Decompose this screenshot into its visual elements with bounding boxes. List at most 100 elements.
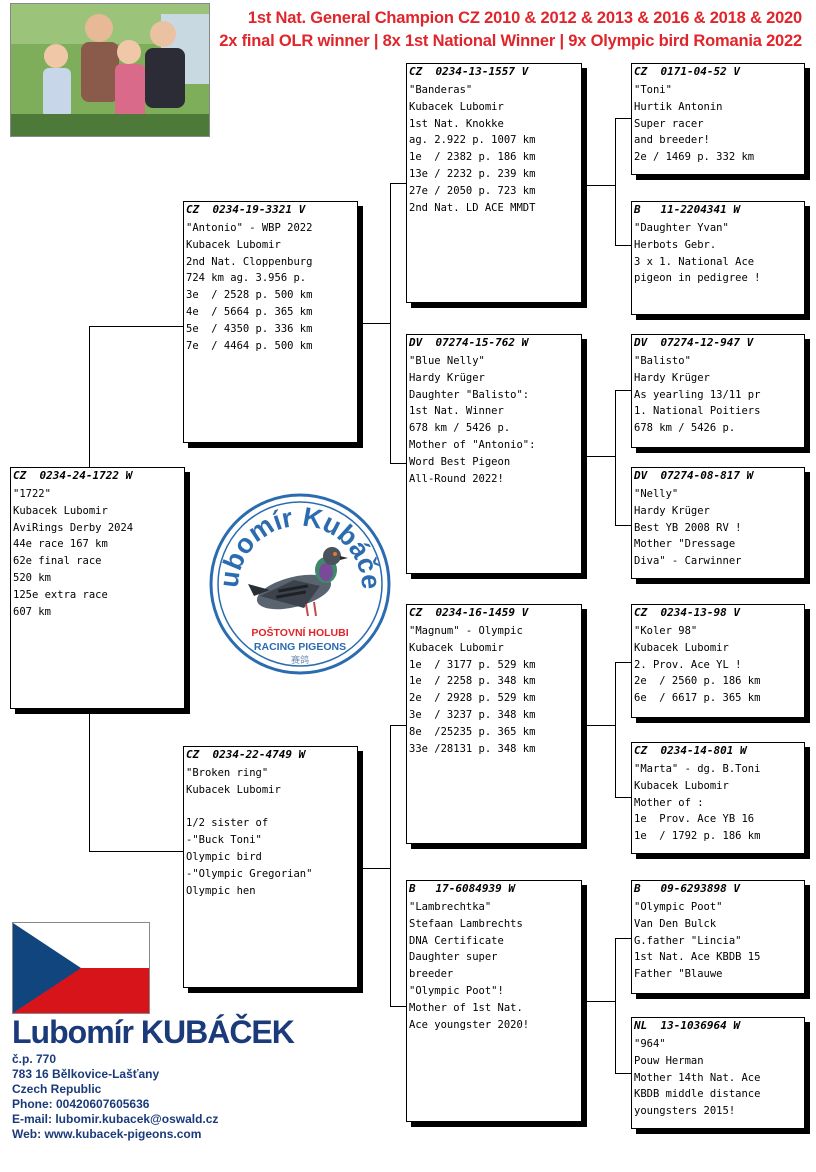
pedigree-line: Kubacek Lubomir [409, 641, 504, 654]
pedigree-line: 27e / 2050 p. 723 km [409, 184, 536, 197]
pedigree-line: -"Buck Toni" [186, 834, 262, 847]
pedigree-line: 33e /28131 p. 348 km [409, 742, 536, 755]
family-photo [10, 3, 210, 137]
ring-number: CZ 0234-13-98 V [634, 606, 740, 619]
connector-subject-dam-h [89, 851, 183, 852]
pedigree-line: Father "Blauwe [634, 968, 723, 981]
connector-dam-top [390, 725, 406, 726]
pedigree-line: "1722" [13, 488, 51, 500]
pedigree-line [186, 799, 357, 816]
pedigree-line: 678 km / 5426 p. [409, 422, 511, 435]
pedigree-box-sire: CZ 0234-19-3321 V "Antonio" - WBP 2022 K… [183, 201, 358, 443]
ring-number: CZ 0234-16-1459 V [409, 606, 529, 619]
pedigree-line: Hardy Krüger [409, 371, 485, 384]
pedigree-line: KBDB middle distance [634, 1088, 761, 1101]
ring-number: B 09-6293898 V [634, 882, 740, 895]
phone-line: Phone: 00420607605636 [12, 1097, 150, 1111]
pedigree-line: 1e / 1792 p. 186 km [634, 830, 761, 843]
connector-ss-v [615, 118, 616, 246]
logo-subtitle-cn: 赛鸽 [291, 654, 309, 666]
ring-number: NL 13-1036964 W [634, 1019, 740, 1032]
pedigree-line: 1st Nat. Knokke [409, 117, 504, 130]
pedigree-line: 62e final race [13, 555, 102, 568]
ring-number: CZ 0234-24-1722 W [13, 469, 133, 482]
pedigree-line: 13e / 2232 p. 239 km [409, 167, 536, 180]
pedigree-line: "Olympic Poot"! [409, 984, 504, 997]
pedigree-line: As yearling 13/11 pr [634, 388, 761, 401]
pedigree-line: AviRings Derby 2024 [13, 521, 134, 534]
pedigree-line: 1e Prov. Ace YB 16 [634, 813, 755, 826]
pedigree-line: All-Round 2022! [409, 472, 504, 485]
pedigree-line: Word Best Pigeon [409, 455, 511, 468]
logo-subtitle-cz: POŠTOVNÍ HOLUBI [251, 626, 348, 639]
pedigree-line: Diva" - Carwinner [634, 555, 742, 568]
pedigree-box-sire-dam: DV 07274-15-762 W "Blue Nelly" Hardy Krü… [406, 334, 582, 574]
connector-ss-h [587, 185, 616, 186]
pedigree-line: Hurtik Antonin [634, 100, 723, 113]
pedigree-line: "Olympic Poot" [634, 901, 723, 913]
pedigree-line: 5e / 4350 p. 336 km [186, 322, 313, 335]
pedigree-line: Daughter "Balisto": [409, 388, 530, 401]
pedigree-line: 1/2 sister of [186, 817, 269, 830]
pedigree-line: 2. Prov. Ace YL ! [634, 658, 742, 671]
pedigree-line: -"Olympic Gregorian" [186, 867, 313, 880]
pedigree-line: 2e / 1469 p. 332 km [634, 151, 755, 164]
pedigree-line: 1e / 3177 p. 529 km [409, 658, 536, 671]
pedigree-line: 2nd Nat. LD ACE MMDT [409, 201, 536, 214]
pedigree-line: ag. 2.922 p. 1007 km [409, 134, 536, 147]
pedigree-box-ds-dam: CZ 0234-14-801 W "Marta" - dg. B.Toni Ku… [631, 742, 805, 854]
email-line: E-mail: lubomir.kubacek@oswald.cz [12, 1112, 219, 1126]
connector-ds-v [615, 662, 616, 798]
connector-sire-h [362, 323, 391, 324]
pedigree-line: Mother "Dressage [634, 538, 736, 551]
ring-number: CZ 0171-04-52 V [634, 65, 740, 78]
pedigree-line: Mother 14th Nat. Ace [634, 1071, 761, 1084]
pedigree-line: Kubacek Lubomir [409, 100, 504, 113]
connector-ds-bottom [615, 797, 631, 798]
pedigree-line: Ace youngster 2020! [409, 1018, 530, 1031]
website-line: Web: www.kubacek-pigeons.com [12, 1127, 202, 1141]
pedigree-line: 44e race 167 km [13, 538, 108, 551]
connector-ss-top [615, 118, 631, 119]
pedigree-box-sire-sire: CZ 0234-13-1557 V "Banderas" Kubacek Lub… [406, 63, 582, 303]
pedigree-line: "Lambrechtka" [409, 901, 492, 913]
pedigree-line: "Toni" [634, 84, 672, 96]
connector-ss-bottom [615, 245, 631, 246]
pigeon-icon [248, 547, 348, 617]
connector-dd-v [615, 938, 616, 1074]
pedigree-line: Pouw Herman [634, 1054, 704, 1067]
pedigree-line: Stefaan Lambrechts [409, 917, 523, 930]
pedigree-line: 1. National Poitiers [634, 405, 761, 418]
header-champion-line: 1st Nat. General Champion CZ 2010 & 2012… [247, 9, 802, 27]
pedigree-line: 520 km [13, 571, 51, 584]
connector-sire-bottom [390, 463, 406, 464]
pedigree-line: 724 km ag. 3.956 p. [186, 272, 307, 285]
pedigree-line: Daughter super [409, 951, 498, 964]
pedigree-line: Mother of 1st Nat. [409, 1001, 523, 1014]
pedigree-line: G.father "Lincia" [634, 934, 742, 947]
connector-dam-v [390, 725, 391, 1007]
pedigree-line: 4e / 5664 p. 365 km [186, 305, 313, 318]
pedigree-line: 2e / 2560 p. 186 km [634, 675, 761, 688]
ring-number: DV 07274-08-817 W [634, 469, 754, 482]
pedigree-line: Van Den Bulck [634, 917, 717, 930]
ring-number: DV 07274-15-762 W [409, 336, 529, 349]
pedigree-line: 1e / 2382 p. 186 km [409, 151, 536, 164]
pedigree-line: breeder [409, 968, 454, 981]
owner-name: Lubomír KUBÁČEK [12, 1014, 295, 1050]
pedigree-line: Mother of "Antonio": [409, 438, 536, 451]
pedigree-box-subject: CZ 0234-24-1722 W "1722" Kubacek Lubomir… [10, 467, 185, 709]
connector-subject-dam-v [89, 712, 90, 852]
ring-number: CZ 0234-19-3321 V [186, 203, 306, 216]
connector-dd-top [615, 938, 631, 939]
pedigree-line: "Daughter Yvan" [634, 222, 729, 234]
pedigree-line: 1st Nat. Ace KBDB 15 [634, 951, 761, 964]
ring-number: CZ 0234-22-4749 W [186, 748, 306, 761]
ring-number: CZ 0234-14-801 W [634, 744, 747, 757]
pedigree-box-dd-dam: NL 13-1036964 W "964" Pouw Herman Mother… [631, 1017, 805, 1129]
connector-subject-sire-h [89, 326, 183, 327]
pedigree-line: 3 x 1. National Ace [634, 255, 755, 268]
address-line: 783 16 Bělkovice-Lašťany [12, 1067, 160, 1081]
pedigree-line: Kubacek Lubomir [13, 504, 108, 517]
pedigree-line: youngsters 2015! [634, 1105, 736, 1118]
